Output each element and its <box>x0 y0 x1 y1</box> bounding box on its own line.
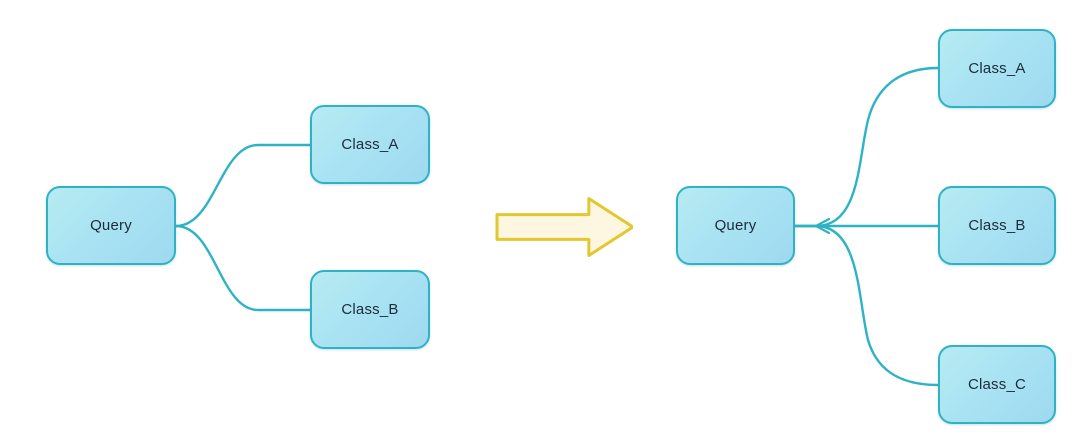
right-node-label-classA: Class_A <box>968 60 1026 77</box>
right-edge-junction-marker <box>814 217 831 235</box>
transition-arrow <box>495 196 635 258</box>
right-node-label-classC: Class_C <box>967 376 1027 393</box>
left-node-label-classB: Class_B <box>341 301 399 318</box>
left-node-label-query: Query <box>90 217 132 234</box>
left-node-query[interactable]: Query <box>46 186 176 265</box>
right-diagram-edges <box>793 66 940 387</box>
right-edge-query-to-classA <box>793 66 940 228</box>
transition-arrow-icon <box>495 196 635 258</box>
left-node-classB[interactable]: Class_B <box>310 270 430 349</box>
right-node-classC[interactable]: Class_C <box>938 345 1056 424</box>
right-node-query[interactable]: Query <box>676 186 795 265</box>
right-node-label-classB: Class_B <box>968 217 1026 234</box>
left-node-classA[interactable]: Class_A <box>310 105 430 184</box>
left-diagram-edges <box>174 143 312 312</box>
left-node-label-classA: Class_A <box>341 136 399 153</box>
right-edge-query-to-classC <box>793 224 940 387</box>
left-edge-query-to-classB <box>174 224 312 312</box>
transition-arrow-shape <box>495 196 635 258</box>
right-node-label-query: Query <box>714 217 757 234</box>
left-edge-query-to-classA <box>174 143 312 228</box>
right-node-classA[interactable]: Class_A <box>938 29 1056 108</box>
right-node-classB[interactable]: Class_B <box>938 186 1056 265</box>
